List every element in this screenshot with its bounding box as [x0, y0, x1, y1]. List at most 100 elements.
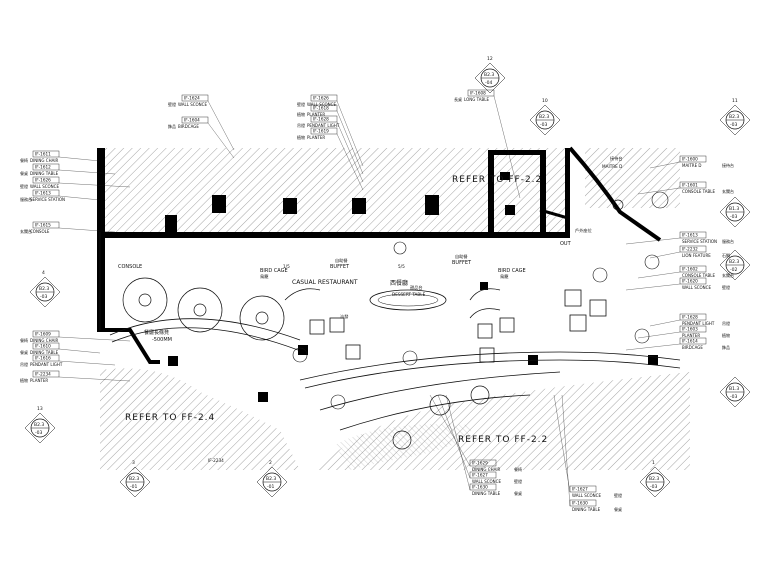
callout-en: LION FEATURE: [682, 253, 711, 258]
console-left: CONSOLE: [118, 264, 142, 270]
wall-angled-right: [568, 146, 662, 242]
callout-cn: 植物: [20, 377, 28, 383]
callout-en: BIRDCAGE: [682, 345, 703, 350]
callout-code: IF-1613: [682, 233, 698, 238]
dessert-cn: 甜品台: [410, 284, 423, 291]
marker-number: 12: [487, 56, 493, 62]
callout-cn: 植物: [297, 111, 305, 117]
callout-code: IF-1616: [35, 356, 51, 361]
callout-code: IF-1624: [184, 96, 200, 101]
callout-en: DINING TABLE: [472, 491, 501, 496]
callout-cn: 壁燈: [297, 101, 305, 107]
marker-sheet: -03: [540, 122, 547, 128]
maitre-d-cn: 接待台: [610, 155, 623, 162]
marker-number: 4: [42, 270, 45, 276]
hatched-zone-curve: [335, 424, 472, 470]
marker-number: 3: [132, 460, 135, 466]
callout-cn: 餐桌: [20, 349, 28, 355]
callout-code: IF-1610: [35, 344, 51, 349]
bird-cage-left-cn: 鳥籠: [260, 273, 269, 280]
callout-cn: 石獅: [722, 252, 730, 258]
callout-en: WALL SCONCE: [572, 493, 601, 498]
marker-number: 1: [652, 460, 655, 466]
round-booths: [122, 277, 285, 341]
elevation-marker-layer: B2.3-0412B2.3-0310B2.3-0311B1.3-03B2.3-0…: [24, 56, 751, 498]
sofa-label: 沙發: [340, 313, 349, 320]
callout-code: IF-1612: [35, 165, 51, 170]
callout-cn: 壁燈: [514, 478, 522, 484]
elevation-marker: B1.3-03: [719, 376, 751, 408]
round-tables-south: [392, 199, 624, 450]
callout-cn: 餐椅: [20, 337, 28, 343]
marker-number: 11: [732, 98, 738, 104]
callout-cn: 壁燈: [722, 284, 730, 290]
callout-en: CONSOLE TABLE: [682, 273, 715, 278]
callout-code: IF-1627: [572, 487, 588, 492]
callout-en: PLANTER: [307, 135, 325, 140]
callout-cn: 玄關台: [722, 188, 734, 194]
buffet-1: BUFFET: [330, 264, 350, 270]
refer-label-bottom: REFER TO FF-2.2: [458, 435, 548, 445]
elevation-marker: B2.3-031: [639, 460, 671, 498]
dessert-table: DESSERT TABLE: [392, 292, 426, 297]
hatched-zone-top-right: [585, 148, 680, 208]
callout-code: IF-1626: [35, 178, 51, 183]
callout-en: CONSOLE TABLE: [682, 189, 715, 194]
callout-code: IF-1620: [682, 279, 698, 284]
marker-sheet: -03: [730, 394, 737, 400]
callout-en: BIRDCAGE: [178, 124, 199, 129]
callout-en: DINING TABLE: [30, 350, 59, 355]
callout-cn: 吊燈: [297, 122, 305, 128]
callout-code: IF-1619: [313, 129, 329, 134]
marker-sheet: -01: [267, 484, 274, 490]
callout-code: IF-1618: [313, 106, 329, 111]
callout-en: PLANTER: [682, 333, 700, 338]
bird-cage-right: BIRD CAGE: [498, 268, 526, 274]
buffet-2: BUFFET: [452, 260, 472, 266]
callout-en: SERVICE STATION: [682, 239, 717, 244]
marker-ref: B2.3: [484, 72, 494, 78]
callout-en: DINING CHAIR: [472, 467, 501, 472]
callout-cn: 植物: [722, 332, 730, 338]
callout-code: IF-1629: [472, 461, 488, 466]
callout-en: DINING TABLE: [572, 507, 601, 512]
callout-en: DINING CHAIR: [30, 158, 59, 163]
callout-en: PENDANT LIGHT: [307, 123, 340, 128]
elevation-marker: B1.3-03: [719, 196, 751, 228]
out-label: OUT: [560, 241, 572, 247]
callout-top: IF-1618 植物 PLANTER: [297, 104, 364, 175]
callout-code: IF-1628: [682, 315, 698, 320]
callout-code: IF-1613: [35, 191, 51, 196]
callout-cn: 吊燈: [20, 361, 28, 367]
callout-en: PLANTER: [30, 378, 48, 383]
scale-right: 5/5: [398, 264, 405, 269]
callout-code: IF-1626: [313, 96, 329, 101]
marker-sheet: -03: [730, 122, 737, 128]
dessert-table-inner: [377, 293, 439, 307]
wall-curve-left: [97, 328, 160, 364]
callout-en: WALL SCONCE: [472, 479, 501, 484]
building-walls: [97, 148, 570, 330]
hatched-zone-left: [100, 368, 300, 470]
elevation-marker: B2.3-034: [29, 270, 61, 308]
callout-cn: 餐椅: [514, 466, 522, 472]
callout-en: PENDANT LIGHT: [30, 362, 63, 367]
callout-cn: 吊燈: [722, 320, 730, 326]
callout-code: IF-1609: [35, 332, 51, 337]
callout-en: CONSOLE: [30, 229, 50, 234]
